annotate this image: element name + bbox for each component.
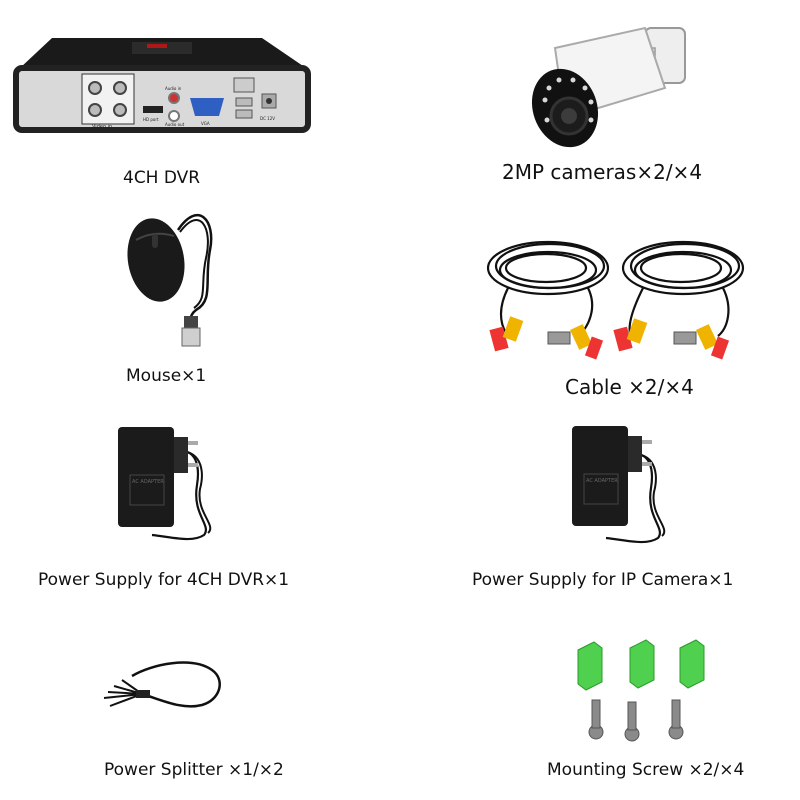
svg-text:HD port: HD port bbox=[143, 117, 159, 122]
dvr-power-supply-caption: Power Supply for 4CH DVR×1 bbox=[38, 570, 290, 590]
dvr-power-supply-image: AC ADAPTER bbox=[112, 415, 242, 545]
svg-text:AC ADAPTER: AC ADAPTER bbox=[132, 479, 164, 485]
mouse-image bbox=[118, 200, 228, 350]
power-splitter-caption: Power Splitter ×1/×2 bbox=[104, 760, 284, 780]
mounting-screw-caption: Mounting Screw ×2/×4 bbox=[547, 760, 745, 780]
dvr-caption: 4CH DVR bbox=[123, 168, 201, 188]
svg-text:Audio in: Audio in bbox=[165, 86, 182, 91]
camera-image bbox=[525, 8, 705, 158]
cable-image bbox=[478, 228, 758, 368]
svg-text:VGA: VGA bbox=[201, 121, 210, 126]
power-splitter-image bbox=[92, 650, 232, 730]
svg-text:DC 12V: DC 12V bbox=[260, 116, 275, 121]
mounting-screw-image bbox=[568, 638, 718, 748]
svg-text:Video in: Video in bbox=[92, 124, 112, 130]
svg-text:Audio out: Audio out bbox=[165, 122, 185, 127]
camera-power-supply-image: AC ADAPTER bbox=[566, 418, 696, 548]
camera-caption: 2MP cameras×2/×4 bbox=[502, 160, 703, 184]
camera-power-supply-caption: Power Supply for IP Camera×1 bbox=[472, 570, 734, 590]
mouse-caption: Mouse×1 bbox=[126, 366, 207, 386]
dvr-image: Video in HD port Audio in Audio out VGA … bbox=[12, 28, 312, 138]
cable-caption: Cable ×2/×4 bbox=[565, 375, 694, 399]
svg-text:AC ADAPTER: AC ADAPTER bbox=[586, 478, 618, 484]
